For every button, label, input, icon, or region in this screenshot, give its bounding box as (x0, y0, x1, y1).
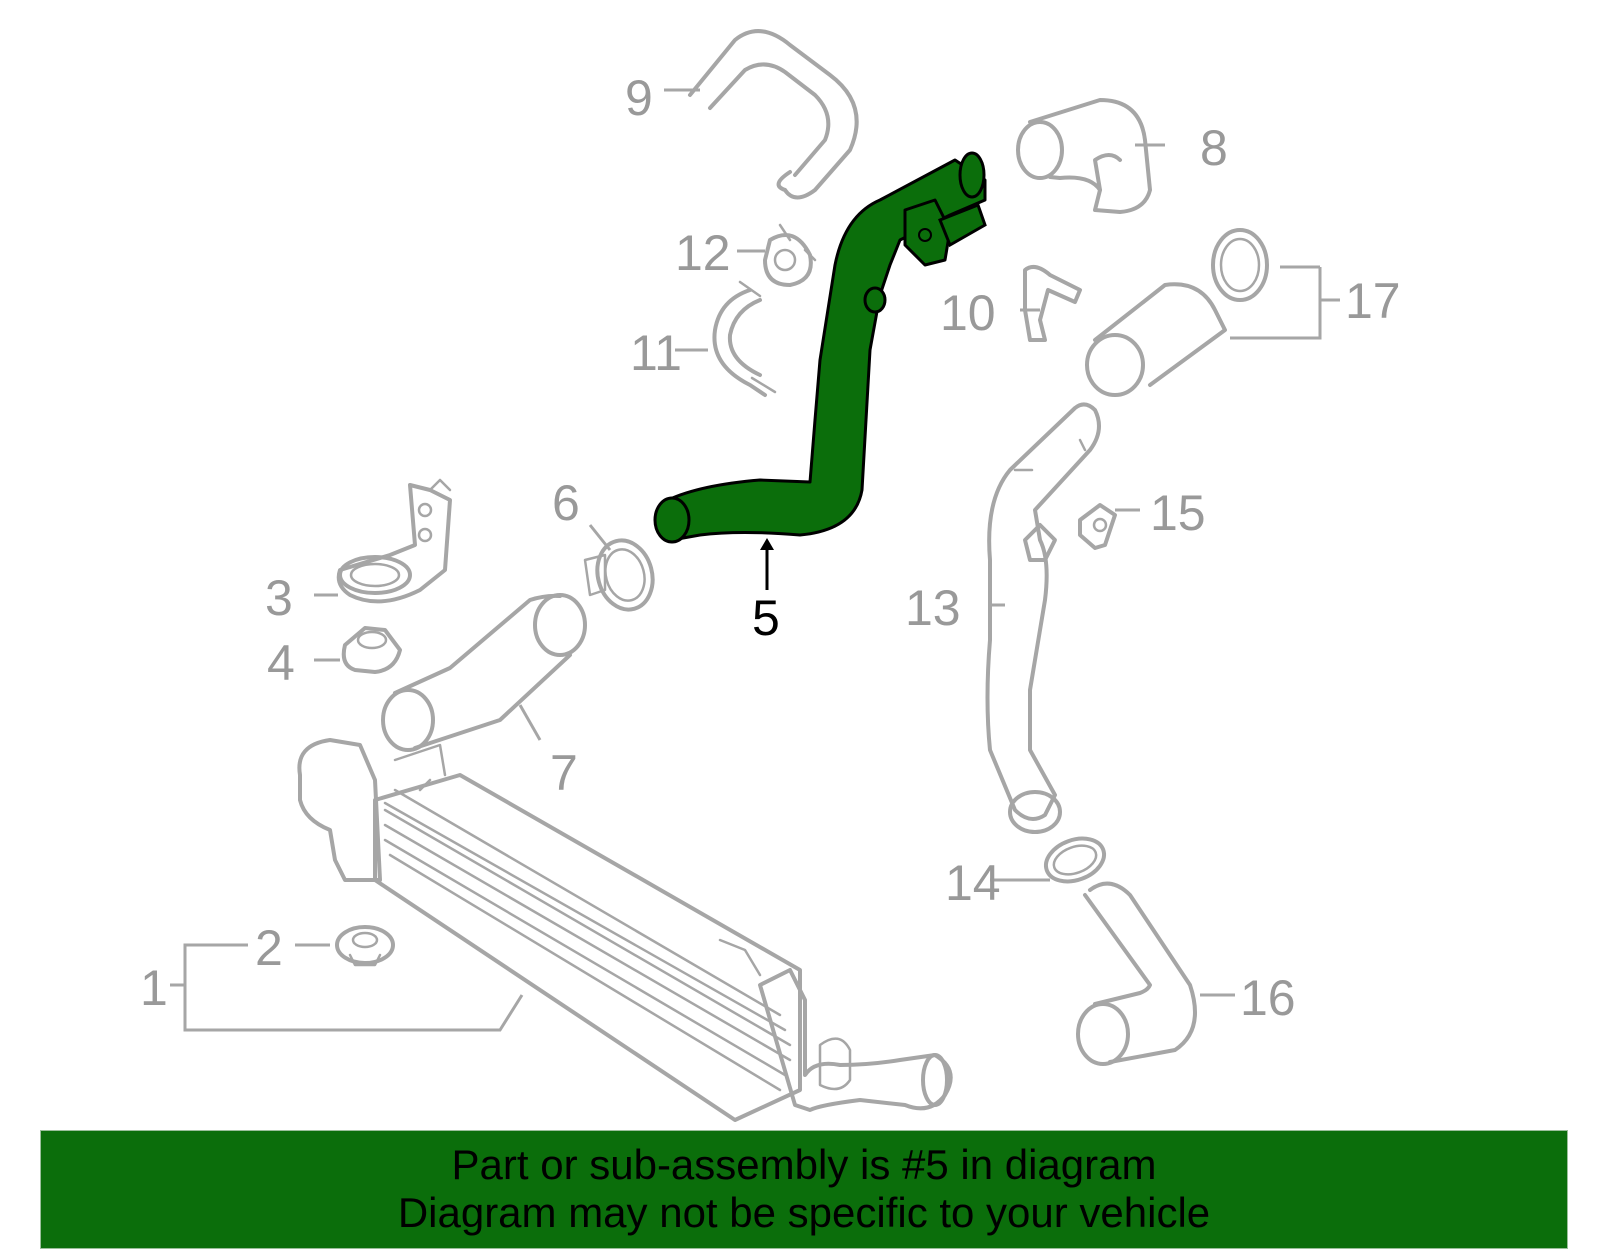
callout-2: 2 (255, 920, 283, 976)
part-14-clamp[interactable] (1040, 831, 1110, 889)
part-12-clamp[interactable] (763, 223, 817, 287)
part-5-intercooler-pipe[interactable] (653, 151, 987, 544)
callout-3: 3 (265, 570, 293, 626)
part-2-grommet[interactable] (335, 925, 395, 967)
part-3-bracket[interactable] (336, 478, 452, 604)
callout-5: 5 (752, 590, 780, 646)
callout-4: 4 (267, 635, 295, 691)
callout-11: 11 (630, 325, 682, 381)
part-1-intercooler[interactable] (297, 738, 953, 1122)
callout-1: 1 (140, 960, 168, 1016)
part-11-small-hose[interactable] (712, 280, 777, 397)
part-16-hose[interactable] (1076, 881, 1197, 1066)
leader-lines (170, 88, 1340, 1032)
part-17-hose[interactable] (1085, 228, 1269, 397)
part-9-hose[interactable] (688, 29, 859, 200)
part-10-small-hose[interactable] (1023, 264, 1082, 342)
callout-6: 6 (552, 475, 580, 531)
callout-12: 12 (675, 225, 731, 281)
callout-13: 13 (905, 580, 961, 636)
part-13-pipe[interactable] (985, 402, 1101, 834)
callout-14: 14 (945, 855, 1001, 911)
callout-9: 9 (625, 70, 653, 126)
part-4-grommet[interactable] (341, 626, 402, 674)
parts-diagram: 9 8 12 17 10 11 6 15 3 5 13 4 7 14 2 16 … (140, 29, 1401, 1122)
part-15-bracket[interactable] (1078, 503, 1117, 550)
banner-line-2: Diagram may not be specific to your vehi… (397, 1189, 1211, 1236)
part-6-clamp[interactable] (583, 534, 660, 616)
part-7-hose[interactable] (381, 593, 587, 752)
callout-17: 17 (1345, 273, 1401, 329)
banner-line-1: Part or sub-assembly is #5 in diagram (451, 1141, 1157, 1188)
info-banner: Part or sub-assembly is #5 in diagram Di… (40, 1130, 1568, 1249)
callout-7: 7 (550, 745, 578, 801)
part-8-elbow-hose[interactable] (1016, 98, 1152, 214)
callout-8: 8 (1200, 120, 1228, 176)
callout-16: 16 (1240, 970, 1296, 1026)
callout-15: 15 (1150, 485, 1206, 541)
callout-10: 10 (940, 285, 996, 341)
